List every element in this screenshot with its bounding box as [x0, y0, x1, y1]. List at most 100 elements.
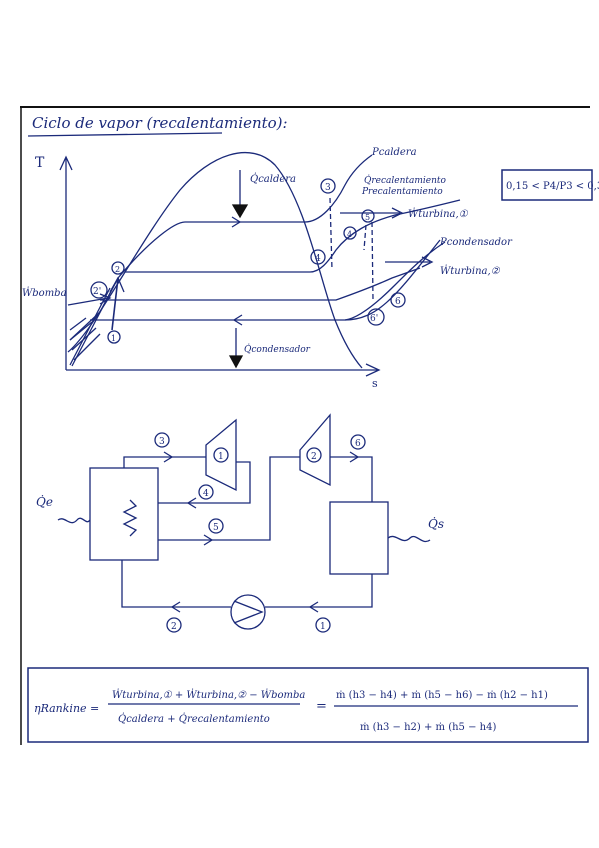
hatch-1: [69, 317, 87, 331]
point-2prime-label: 2': [93, 287, 101, 297]
s-axis-label: s: [372, 377, 378, 390]
arrow-5: [203, 534, 214, 546]
turbine-2-body: [299, 413, 331, 487]
t-axis-arrow: [59, 155, 73, 171]
turbine-2-label: 2: [311, 452, 317, 462]
stream-1-label: 1: [320, 622, 326, 632]
boiler-arrow: [231, 216, 242, 228]
qs-squiggle: [387, 535, 431, 543]
stream-1-circle: [315, 617, 331, 633]
ts-diagram: [59, 151, 461, 377]
q-condensador-label: Q̇condensador: [244, 343, 311, 355]
condenser-curve-right: [344, 239, 441, 321]
arrow-2: [170, 601, 181, 613]
q-caldera-arrow-head: [231, 204, 249, 219]
expansion-5-6: [371, 221, 374, 301]
point-6prime-circle: [367, 308, 385, 326]
point-6-label: 6: [395, 297, 401, 307]
qe-squiggle: [57, 517, 91, 524]
pump-circle: [230, 594, 266, 630]
condenser-line: [90, 241, 446, 321]
point-5-label: 5: [365, 213, 370, 222]
title-underline: [27, 132, 223, 137]
stream-3-label: 3: [159, 437, 165, 447]
point-1-label: 1: [111, 334, 116, 343]
turbine-1-body: [205, 418, 237, 492]
condenser-box: [329, 501, 389, 575]
pump-symbol: [233, 600, 264, 624]
mid-isobar: [99, 267, 421, 301]
point-2prime-circle: [90, 281, 108, 299]
qe-label: Q̇e: [36, 494, 53, 509]
stream-5-label: 5: [213, 523, 219, 533]
t-axis-label: T: [35, 155, 45, 171]
line-boiler-to-turbine2: [158, 456, 300, 541]
formula-equals: =: [316, 699, 327, 714]
stream-4-circle: [198, 484, 214, 500]
w-turb2-arrow-head: [421, 256, 434, 268]
w-turbina-1-label: Ẇturbina,①: [408, 208, 469, 220]
p-condensador-label: Pcondensador: [439, 237, 513, 248]
expansion-5-6b: [363, 224, 367, 251]
page-title: Ciclo de vapor (recalentamiento):: [32, 114, 288, 132]
w-turb1-arrow-head: [391, 207, 404, 219]
formula-frac1-den: Q̇caldera + Q̇recalentamiento: [118, 713, 270, 725]
formula-lhs: ηRankine =: [34, 702, 99, 715]
w-bomba-arrow-head: [99, 293, 112, 305]
line-condenser-to-pump: [265, 574, 373, 608]
liquid-line-a: [69, 287, 111, 366]
boiler-line: [117, 154, 373, 279]
point-6-circle: [390, 292, 406, 308]
point-1-circle: [107, 330, 121, 344]
formula-frac2-den: ṁ (h3 − h2) + ṁ (h5 − h4): [360, 722, 496, 733]
stream-3-circle: [154, 432, 170, 448]
ratio-condition: 0,15 < P4/P3 < 0,35: [506, 181, 599, 192]
q-caldera-label: Q̇caldera: [250, 173, 296, 185]
line-boiler-to-turbine1: [123, 456, 206, 468]
hatch-4: [73, 333, 101, 361]
stream-5-circle: [208, 518, 224, 534]
stream-2-circle: [166, 617, 182, 633]
hatch-3: [71, 327, 97, 351]
arrow-4: [186, 497, 197, 509]
stream-6-label: 6: [355, 439, 361, 449]
stream-2-label: 2: [171, 622, 177, 632]
condenser-arrow: [232, 314, 243, 326]
p-recal-label: Precalentamiento: [361, 187, 443, 197]
stream-4-label: 4: [203, 489, 209, 499]
q-cond-arrow-head: [228, 355, 244, 369]
p-caldera-label: Pcaldera: [371, 147, 417, 158]
stream-6-circle: [350, 434, 366, 450]
formula-box: [27, 667, 589, 743]
boiler-coil: [122, 499, 138, 537]
pump-arrow: [109, 276, 125, 293]
ratio-box: [501, 169, 593, 201]
arrow-1: [308, 601, 319, 613]
point-3-circle: [320, 178, 336, 194]
arrow-6: [349, 451, 360, 463]
turbine-1-circle: [213, 447, 229, 463]
cycle-schematic: [57, 413, 431, 633]
hatch-2: [69, 321, 93, 341]
turbine-1-label: 1: [218, 452, 224, 462]
point-4-circle: [310, 249, 326, 265]
point-4b-label: 4: [347, 230, 352, 239]
q-recal-label: Q̇recalentamiento: [364, 174, 447, 186]
line-turbine1-to-boiler: [158, 461, 251, 504]
point-3-label: 3: [325, 183, 331, 193]
point-6prime-label: 6': [370, 314, 378, 324]
w-turbina-2-label: Ẇturbina,②: [440, 265, 501, 277]
line-pump-to-boiler: [121, 560, 231, 608]
s-axis-arrow: [365, 363, 381, 377]
w-bomba-label: Ẇbomba: [22, 287, 67, 299]
boiler-box: [89, 467, 159, 561]
expansion-3-4: [329, 197, 333, 271]
qs-label: Q̇s: [428, 516, 444, 531]
reheat-line: [125, 199, 461, 273]
point-4-label: 4: [315, 254, 321, 264]
point-2-label: 2: [115, 265, 120, 274]
line-turbine2-to-condenser: [330, 456, 373, 502]
w-bomba-arrow-shaft: [67, 297, 109, 306]
